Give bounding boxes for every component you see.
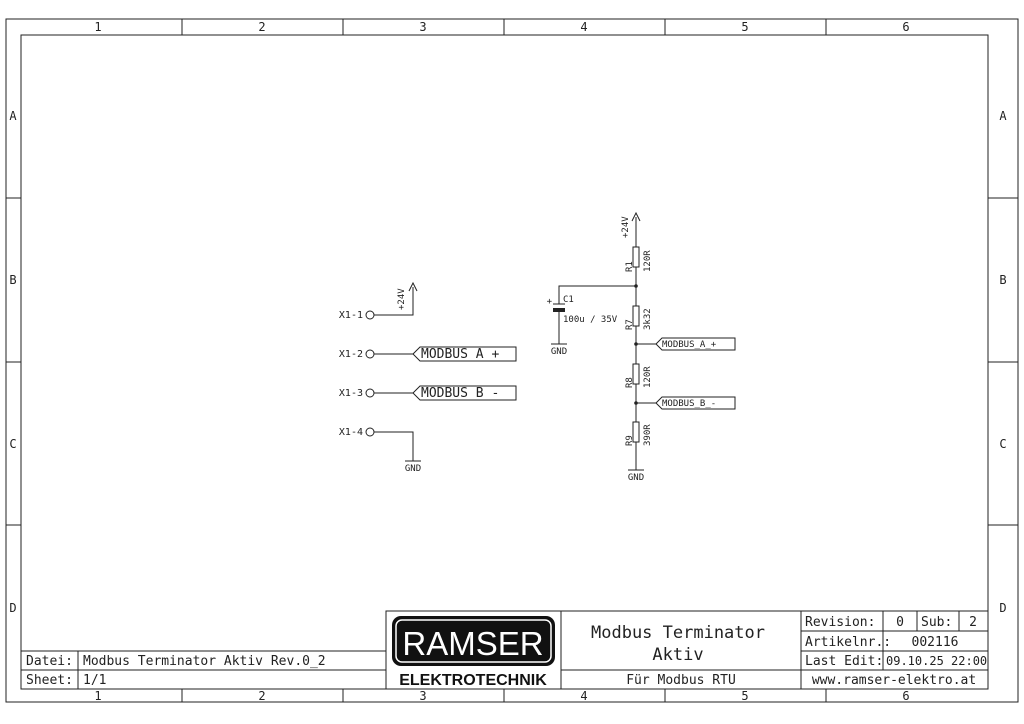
ramser-logo	[392, 616, 555, 666]
col-label-top: 1	[94, 20, 101, 34]
row-label-left: D	[9, 601, 16, 615]
row-label-left: B	[9, 273, 16, 287]
ground-label: GND	[551, 347, 567, 357]
wire	[558, 285, 636, 304]
r7-ref: R7	[625, 319, 635, 330]
pin-label: X1-2	[339, 349, 363, 360]
pin-terminal-icon	[365, 427, 375, 437]
lastedit-label: Last Edit:	[805, 654, 883, 669]
col-label-bottom: 1	[94, 689, 101, 703]
wire	[374, 431, 414, 461]
pin-label: X1-1	[339, 310, 363, 321]
revision-label: Revision:	[805, 615, 875, 630]
r9-ref: R9	[625, 435, 635, 446]
lastedit-value: 09.10.25 22:00	[886, 654, 987, 668]
col-label-top: 3	[419, 20, 426, 34]
col-label-bottom: 5	[741, 689, 748, 703]
pin-terminal-icon	[365, 388, 375, 398]
col-label-top: 2	[258, 20, 265, 34]
ground-label: GND	[628, 473, 644, 483]
r1-ref: R1	[625, 261, 635, 272]
c1-ref: C1	[563, 295, 574, 305]
pin-label: X1-3	[339, 388, 363, 399]
row-label-left: A	[9, 109, 17, 123]
net-label-a: MODBUS_A_+	[662, 340, 717, 350]
row-label-left: C	[9, 437, 16, 451]
capacitor-plate-neg	[553, 308, 565, 312]
sheet-value: 1/1	[83, 673, 106, 688]
row-labels: A B C D A B C D	[9, 109, 1007, 615]
ramser-logo-inner	[395, 619, 552, 663]
row-label-right: A	[999, 109, 1007, 123]
pin-label: X1-4	[339, 427, 363, 438]
website-text: www.ramser-elektro.at	[812, 673, 976, 688]
column-zone-dividers	[181, 19, 827, 702]
pin-terminal-icon	[365, 310, 375, 320]
net-label-b: MODBUS_B_-	[662, 399, 716, 409]
sub-value: 2	[969, 615, 977, 630]
column-labels: 1 2 3 4 5 6 1 2 3 4 5 6	[94, 20, 909, 703]
net-label-flag	[412, 346, 517, 362]
inner-frame	[20, 34, 989, 690]
row-label-right: D	[999, 601, 1006, 615]
revision-value: 0	[896, 615, 904, 630]
col-label-bottom: 2	[258, 689, 265, 703]
logo-top-text: RAMSER	[402, 625, 543, 662]
drawing-title-line1: Modbus Terminator	[591, 623, 765, 643]
col-label-top: 5	[741, 20, 748, 34]
drawing-subtitle: Für Modbus RTU	[626, 673, 736, 688]
net-label-b: MODBUS_B_-	[421, 386, 499, 401]
col-label-top: 4	[580, 20, 587, 34]
title-block: Datei: Modbus Terminator Aktiv Rev.0_2 S…	[21, 610, 989, 690]
drawing-title-line2: Aktiv	[652, 645, 703, 665]
col-label-top: 6	[902, 20, 909, 34]
datei-value: Modbus Terminator Aktiv Rev.0_2	[83, 654, 326, 669]
ground-label: GND	[405, 464, 421, 474]
connector-x1: X1-1 X1-2 X1-3 X1-4 +24V MODBUS_A_+ MODB…	[339, 281, 517, 474]
logo-bottom-text: ELEKTROTECHNIK	[399, 672, 547, 689]
r7-value: 3k32	[643, 308, 653, 330]
row-label-right: C	[999, 437, 1006, 451]
supply-label: +24V	[397, 288, 407, 310]
termination-network: +24V R1 120R + C1 100u / 35V GND R7 3k32…	[547, 211, 736, 483]
sheet-label: Sheet:	[26, 673, 73, 688]
outer-frame	[5, 18, 1019, 703]
col-label-bottom: 3	[419, 689, 426, 703]
artikel-value: 002116	[912, 635, 959, 650]
datei-label: Datei:	[26, 654, 73, 669]
net-label-flag	[412, 385, 517, 401]
supply-label: +24V	[621, 216, 631, 238]
row-label-right: B	[999, 273, 1006, 287]
net-label-flag	[655, 396, 736, 410]
sub-label: Sub:	[921, 615, 952, 630]
c1-plus: +	[547, 297, 553, 307]
wire	[374, 287, 414, 316]
r8-ref: R8	[625, 377, 635, 388]
col-label-bottom: 4	[580, 689, 587, 703]
row-zone-dividers	[6, 197, 1018, 526]
net-label-a: MODBUS_A_+	[421, 347, 499, 362]
c1-value: 100u / 35V	[563, 315, 618, 325]
r1-value: 120R	[643, 250, 653, 272]
r9-value: 390R	[643, 424, 653, 446]
net-label-flag	[655, 337, 736, 351]
r8-value: 120R	[643, 366, 653, 388]
supply-arrow-icon	[631, 211, 641, 222]
artikel-label: Artikelnr.:	[805, 635, 891, 650]
supply-arrow-icon	[408, 281, 418, 292]
info-area	[800, 610, 989, 690]
col-label-bottom: 6	[902, 689, 909, 703]
pin-terminal-icon	[365, 349, 375, 359]
